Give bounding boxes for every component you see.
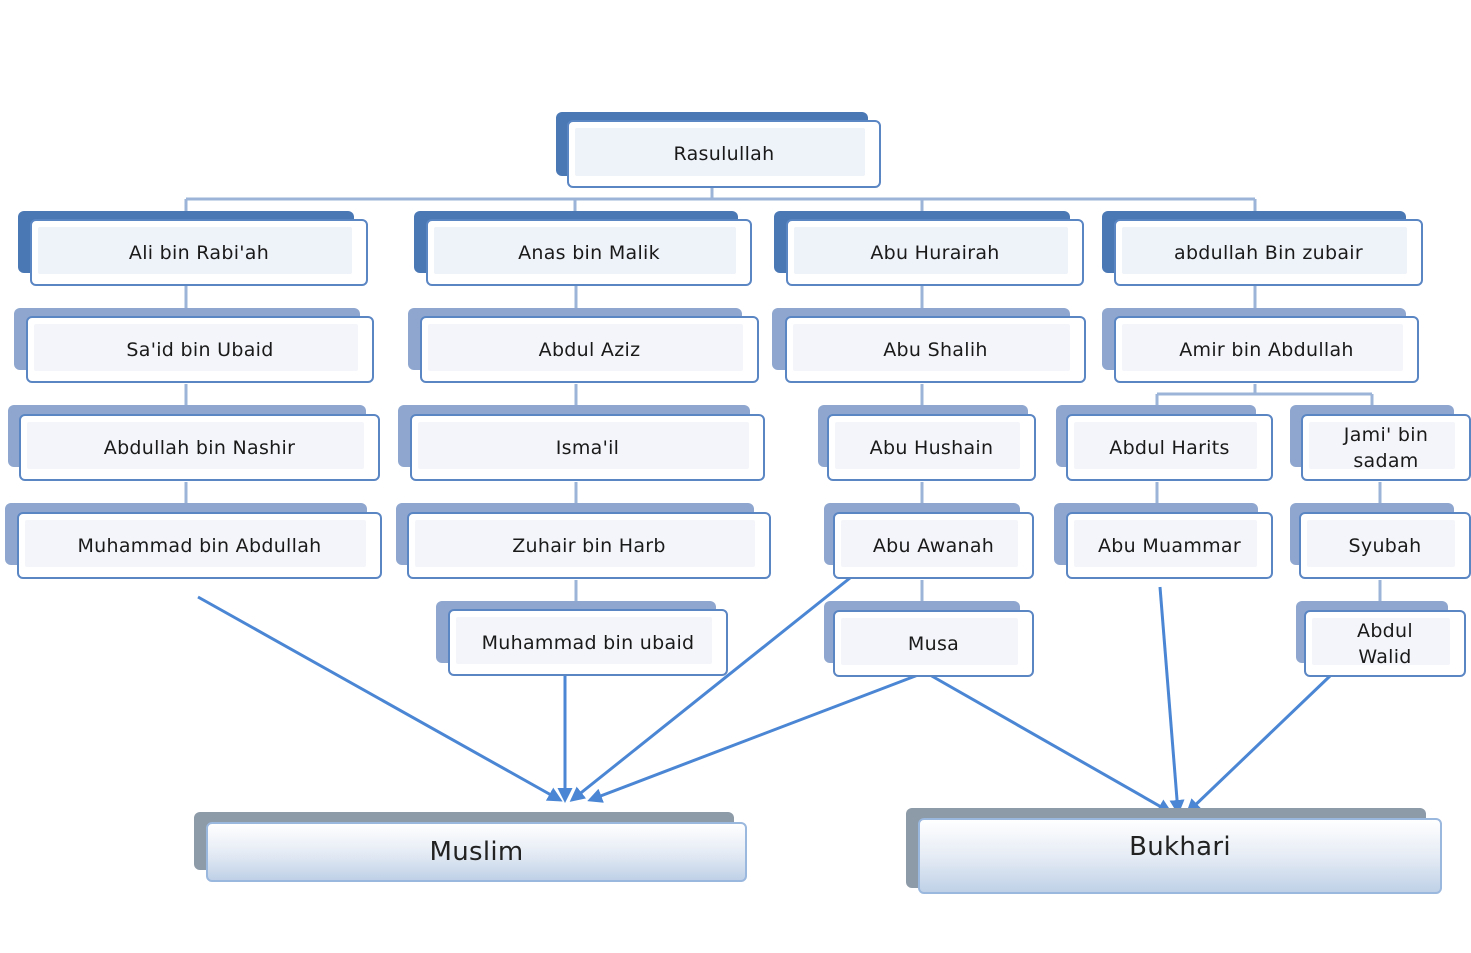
node-label: Abdul Harits bbox=[1109, 436, 1230, 459]
connector-chain-4 bbox=[1155, 286, 1382, 604]
node-label: Abdul Aziz bbox=[538, 338, 641, 361]
node-label: Anas bin Malik bbox=[518, 241, 660, 264]
node-label: Abdullah bin Nashir bbox=[103, 436, 296, 459]
node-label: Amir bin Abdullah bbox=[1179, 338, 1354, 361]
node-label: Abu Hushain bbox=[869, 436, 994, 459]
node-label: Jami' bin sadam bbox=[1343, 423, 1429, 472]
arrow-abu-muammar-to-bukhari bbox=[1158, 586, 1185, 815]
node-label: Musa bbox=[907, 632, 960, 655]
node-label: Isma'il bbox=[555, 436, 620, 459]
node-label: Rasulullah bbox=[673, 143, 775, 165]
arrow-abu-awanah-to-muslim bbox=[569, 576, 851, 802]
node-label: Sa'id bin Ubaid bbox=[126, 338, 274, 361]
node-label: Abu Shalih bbox=[883, 338, 988, 361]
node-label: Muslim bbox=[429, 837, 524, 867]
node-label: Abu Awanah bbox=[872, 534, 995, 557]
node-label: Zuhair bin Harb bbox=[512, 534, 666, 557]
node-label: Ali bin Rabi'ah bbox=[128, 241, 270, 264]
arrow-musa-to-muslim bbox=[587, 673, 919, 803]
connector-root-bus bbox=[184, 188, 1257, 212]
arrow-muhammad-bin-abdullah-to-muslim bbox=[197, 595, 563, 802]
node-label: Abu Hurairah bbox=[870, 241, 1000, 264]
node-label: abdullah Bin zubair bbox=[1174, 241, 1363, 264]
node-label: Muhammad bin ubaid bbox=[481, 631, 695, 654]
arrow-abdul-walid-to-bukhari bbox=[1185, 674, 1332, 815]
node-label: Abu Muammar bbox=[1098, 534, 1241, 557]
node-label: Abdul Walid bbox=[1357, 619, 1413, 668]
node-label: Syubah bbox=[1348, 534, 1422, 557]
node-label: Bukhari bbox=[1129, 832, 1231, 862]
node-label: Muhammad bin Abdullah bbox=[77, 534, 322, 557]
arrow-musa-to-bukhari bbox=[929, 673, 1173, 814]
